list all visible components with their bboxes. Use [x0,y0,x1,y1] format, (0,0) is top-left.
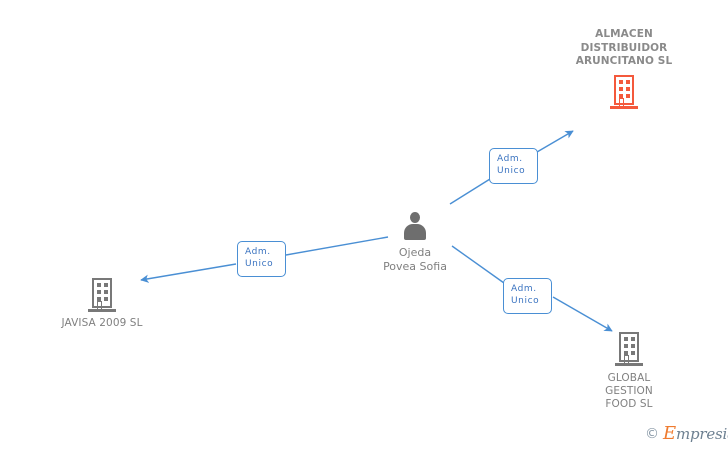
company-node-global[interactable]: GLOBAL GESTION FOOD SL [554,332,704,411]
building-icon [615,332,643,366]
copyright-icon: © [645,426,659,442]
company-label-global: GLOBAL GESTION FOOD SL [605,372,653,410]
brand-wordmark: Empresia [663,425,728,443]
edge-line-javisa-right [285,236,389,256]
company-node-almacen[interactable]: ALMACEN DISTRIBUIDOR ARUNCITANO SL [549,28,699,109]
icon-wrap-global [615,332,643,366]
person-node[interactable]: Ojeda Povea Sofia [340,212,490,274]
brand-initial: E [663,423,676,444]
edge-line-javisa-left [140,263,237,283]
edge-label-javisa[interactable]: Adm. Unico [237,241,286,277]
building-icon [88,278,116,312]
icon-wrap-javisa [88,278,116,312]
company-node-javisa[interactable]: JAVISA 2009 SL [27,278,177,330]
building-icon [610,74,638,109]
edge-label-global[interactable]: Adm. Unico [503,278,552,314]
edge-line-almacen-upper [536,130,574,153]
edge-line-almacen-lower [449,178,491,205]
company-label-javisa: JAVISA 2009 SL [61,317,143,329]
empresia-watermark: © Empresia [645,425,728,443]
edge-line-global-upper [451,245,505,284]
edge-line-global-lower [552,296,613,332]
company-label-almacen: ALMACEN DISTRIBUIDOR ARUNCITANO SL [575,28,673,67]
person-icon [402,212,428,242]
person-name-label: Ojeda Povea Sofia [383,246,447,273]
brand-rest: mpresia [675,425,728,443]
edge-label-almacen[interactable]: Adm. Unico [489,148,538,184]
icon-wrap-almacen [610,74,638,109]
